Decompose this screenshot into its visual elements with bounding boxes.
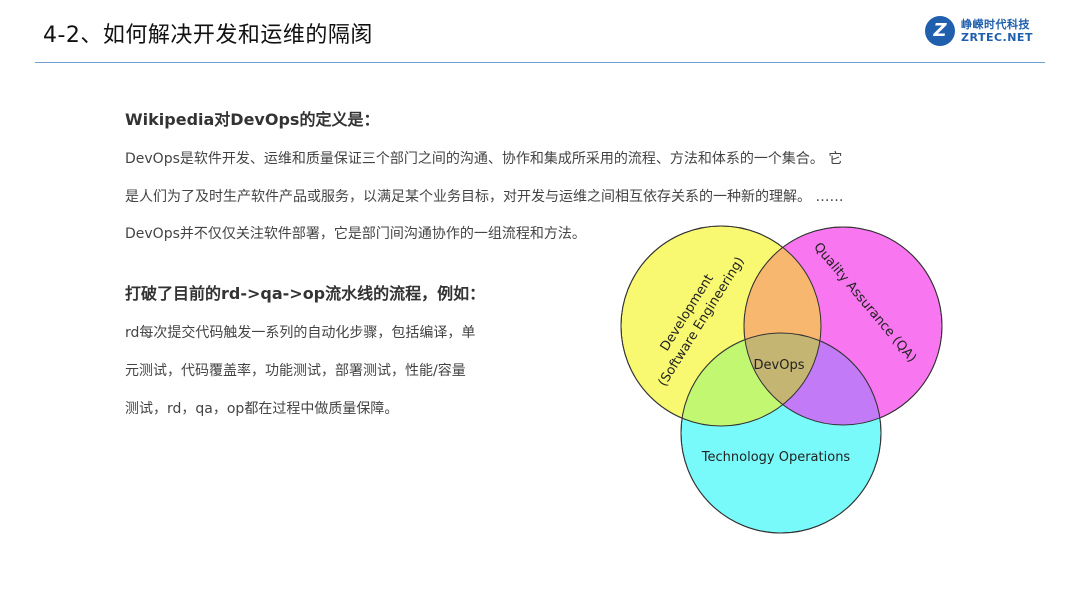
definition-line: DevOps是软件开发、运维和质量保证三个部门之间的沟通、协作和集成所采用的流程… [125, 151, 843, 167]
development-circle-outline [620, 225, 822, 427]
ops-circle-outline [680, 332, 882, 534]
page-title: 4-2、如何解决开发和运维的隔阂 [43, 23, 373, 48]
company-logo: Z 峥嵘时代科技 ZRTEC.NET [925, 16, 1045, 48]
logo-english-name: ZRTEC.NET [961, 31, 1033, 44]
qa-ops-overlap [744, 333, 881, 425]
definition-line: DevOps并不仅仅关注软件部署，它是部门间沟通协作的一组流程和方法。 [125, 226, 586, 242]
logo-mark-icon: Z [925, 16, 955, 46]
definition-line: 是人们为了及时生产软件产品或服务，以满足某个业务目标，对开发与运维之间相互依存关… [125, 189, 844, 205]
header-divider [35, 62, 1045, 63]
ops-label: Technology Operations [701, 450, 851, 465]
pipeline-line: 测试，rd，qa，op都在过程中做质量保障。 [125, 401, 399, 417]
pipeline-line: rd每次提交代码触发一系列的自动化步骤，包括编译，单 [125, 325, 476, 341]
pipeline-heading: 打破了目前的rd->qa->op流水线的流程，例如： [125, 284, 486, 303]
logo-chinese-name: 峥嵘时代科技 [961, 18, 1030, 31]
dev-ops-overlap [681, 333, 821, 426]
qa-circle-outline [743, 226, 943, 426]
pipeline-line: 元测试，代码覆盖率，功能测试，部署测试，性能/容量 [125, 363, 466, 379]
devops-center-label: DevOps [754, 358, 805, 373]
definition-heading: Wikipedia对DevOps的定义是： [125, 110, 380, 129]
